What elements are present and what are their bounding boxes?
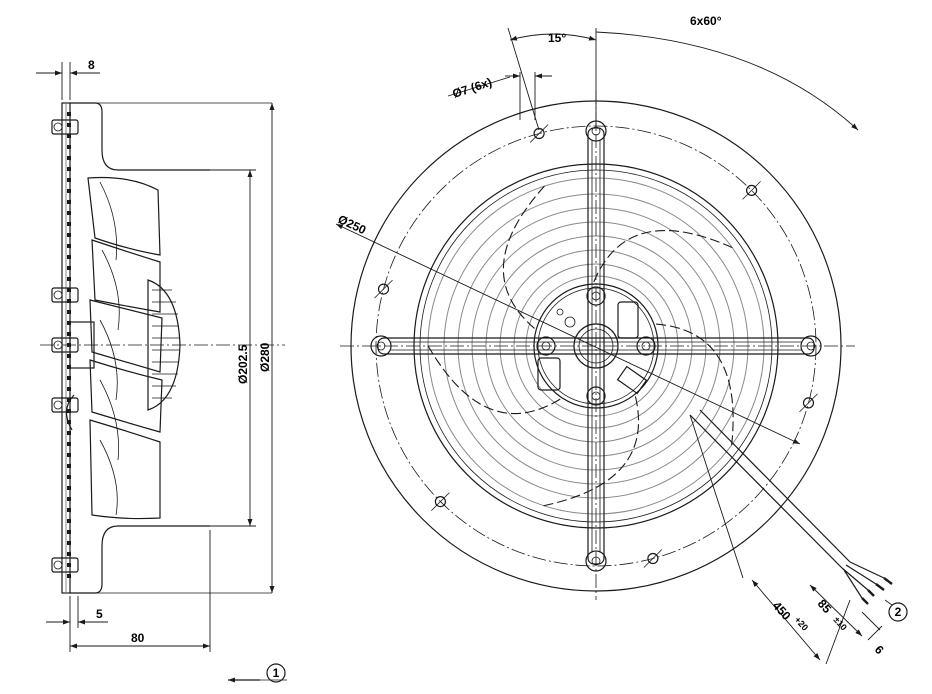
guard-wire-end bbox=[67, 178, 71, 182]
dim-pattern-60: 6x60° bbox=[595, 14, 859, 131]
guard-wire-end bbox=[67, 354, 71, 358]
cable bbox=[689, 409, 893, 605]
dim-depth-label: 80 bbox=[131, 631, 145, 645]
airflow-arrow: 1 bbox=[228, 663, 287, 683]
guard-wire-end bbox=[67, 431, 71, 435]
guard-wire-end bbox=[67, 398, 71, 402]
dim-outer-label: Ø280 bbox=[258, 342, 272, 372]
dim-flange-8: 8 bbox=[36, 58, 100, 100]
guard-wire-end bbox=[67, 497, 71, 501]
marker-circle-1 bbox=[266, 663, 286, 683]
impeller-blades-side bbox=[87, 176, 163, 520]
guard-wire-end bbox=[67, 277, 71, 281]
dim-outer-diameter: Ø280 bbox=[258, 103, 275, 593]
guard-wire-end bbox=[67, 288, 71, 292]
guard-wire-end bbox=[67, 541, 71, 545]
dim-cable-end-label: 6 bbox=[872, 643, 887, 658]
airflow-marker-label: 1 bbox=[273, 666, 280, 680]
guard-wire-end bbox=[67, 409, 71, 413]
guard-wire-end bbox=[67, 453, 71, 457]
dim-holes: Ø7 (6x) bbox=[447, 72, 552, 120]
dim-cable-strip: 85 ±10 bbox=[809, 584, 863, 637]
dim-cable-strip-label: 85 bbox=[815, 597, 835, 617]
guard-wire-end bbox=[67, 321, 71, 325]
mounting-flange bbox=[61, 102, 272, 594]
mounting-hole bbox=[647, 552, 659, 565]
guard-wire-end bbox=[67, 475, 71, 479]
guard-wire-end bbox=[67, 145, 71, 149]
guard-wire-end bbox=[67, 112, 71, 116]
guard-wire-end bbox=[67, 332, 71, 336]
impeller-blade bbox=[593, 230, 737, 283]
dim-angle-label: 15° bbox=[548, 31, 566, 45]
side-view: 8 5 80 Ø202.5 Ø280 bbox=[36, 58, 287, 683]
terminal-box bbox=[617, 301, 639, 339]
cable-gland bbox=[616, 365, 648, 395]
guard-wire-end bbox=[67, 420, 71, 424]
guard-wire-end bbox=[67, 299, 71, 303]
front-view: 15° 6x60° Ø7 (6x) Ø250 bbox=[336, 14, 908, 665]
guard-wire-end bbox=[67, 530, 71, 534]
guard-wire-end bbox=[67, 222, 71, 226]
guard-wire-end bbox=[67, 244, 71, 248]
mounting-hole bbox=[533, 127, 545, 140]
dim-bolt-circle-label: Ø250 bbox=[336, 212, 369, 237]
guard-wire-end bbox=[67, 200, 71, 204]
guard-wire-end bbox=[67, 519, 71, 523]
guard-wire-end bbox=[67, 376, 71, 380]
dim-cable-length-tol: +20 bbox=[793, 615, 811, 633]
dim-guard-label: 5 bbox=[96, 607, 103, 621]
guard-wire-end bbox=[67, 552, 71, 556]
guard-wire-end bbox=[67, 563, 71, 567]
dim-inner-diameter: Ø202.5 bbox=[210, 169, 256, 527]
guard-wire-end bbox=[67, 464, 71, 468]
cable-marker: 2 bbox=[884, 599, 908, 622]
guard-wire-end bbox=[67, 387, 71, 391]
guard-wire-end bbox=[67, 123, 71, 127]
guard-wire-end bbox=[67, 266, 71, 270]
cable-marker-label: 2 bbox=[895, 605, 902, 619]
dim-angle-15: 15° bbox=[507, 27, 597, 131]
guard-wire-end bbox=[67, 255, 71, 259]
impeller-blade bbox=[539, 396, 640, 508]
mounting-hole bbox=[802, 397, 815, 409]
dim-holes-label: Ø7 (6x) bbox=[451, 75, 494, 101]
guard-wire-end bbox=[67, 365, 71, 369]
dim-guard-5: 5 bbox=[46, 596, 108, 652]
flange-bolts bbox=[51, 119, 79, 573]
dim-cable-length: 450 +20 bbox=[689, 414, 851, 665]
guard-wire-end bbox=[67, 167, 71, 171]
dim-flange-label: 8 bbox=[88, 58, 95, 72]
dim-inner-label: Ø202.5 bbox=[236, 344, 250, 384]
guard-wire-end bbox=[67, 156, 71, 160]
guard-wire-end bbox=[67, 134, 71, 138]
guard-wires-side bbox=[67, 112, 71, 578]
mounting-hole bbox=[745, 184, 758, 196]
guard-wire-end bbox=[67, 508, 71, 512]
motor-hub-side bbox=[65, 279, 181, 431]
guard-wire-end bbox=[67, 211, 71, 215]
dim-cable-length-label: 450 bbox=[770, 599, 794, 623]
guard-wire-end bbox=[67, 233, 71, 237]
dim-pattern-label: 6x60° bbox=[690, 14, 722, 28]
marker-circle-2 bbox=[888, 602, 908, 622]
guard-wire-end bbox=[67, 486, 71, 490]
mounting-hole bbox=[434, 496, 446, 508]
guard-wire-end bbox=[67, 189, 71, 193]
guard-wire-end bbox=[67, 442, 71, 446]
guard-wire-end bbox=[67, 310, 71, 314]
dim-cable-strip-tol: ±10 bbox=[832, 615, 849, 633]
dim-cable-end: 6 bbox=[861, 611, 887, 658]
guard-wire-end bbox=[67, 574, 71, 578]
dim-depth-80: 80 bbox=[70, 530, 211, 652]
